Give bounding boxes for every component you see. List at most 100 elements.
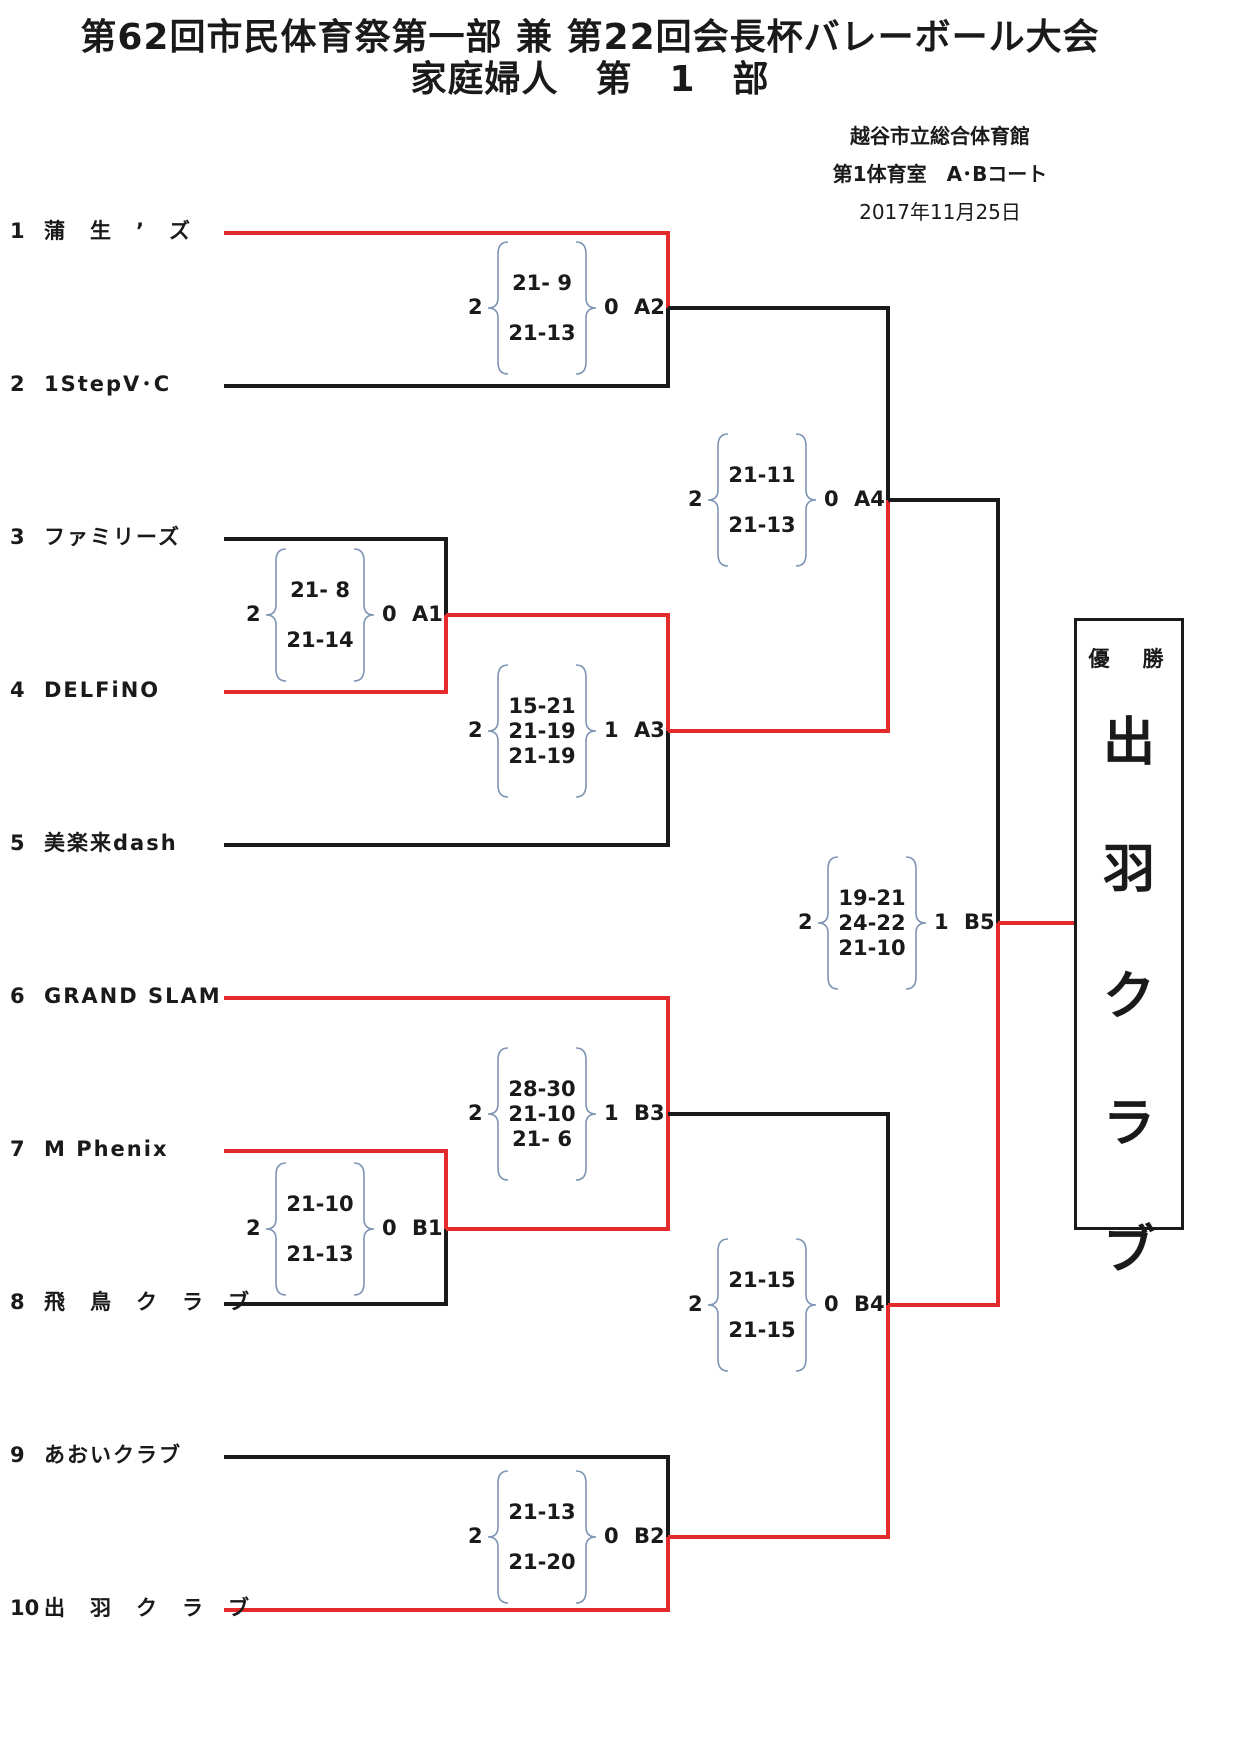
set-score: 21-10	[508, 1101, 576, 1126]
line-team-9	[224, 1455, 670, 1537]
sets-won-left: 2	[246, 1216, 261, 1240]
match-label: A2	[634, 295, 665, 319]
match-label: A3	[634, 718, 665, 742]
match-label: B4	[854, 1292, 885, 1316]
set-score: 21-19	[508, 718, 576, 743]
champion-name-char: ブ	[1102, 1221, 1155, 1281]
line-team-10	[224, 1537, 670, 1612]
sets-won-right: 0	[824, 1292, 839, 1316]
team-entry: 5 美楽来dash	[10, 828, 178, 858]
team-number: 7	[10, 1137, 25, 1161]
line-team-3	[224, 537, 448, 615]
set-score: 21-13	[286, 1242, 354, 1266]
set-score: 21-19	[508, 743, 576, 768]
team-name: DELFiNO	[44, 678, 161, 702]
set-score: 28-30	[508, 1076, 576, 1101]
team-name: 出 羽 ク ラ ブ	[44, 1596, 251, 1620]
team-number: 9	[10, 1443, 25, 1467]
score-brace-close	[795, 433, 817, 567]
sets-won-right: 0	[604, 1524, 619, 1548]
line-a3-winner	[668, 500, 890, 733]
line-team-7	[224, 1149, 448, 1229]
team-number: 1	[10, 219, 25, 243]
venue: 越谷市立総合体育館	[850, 124, 1030, 148]
champion-name-char: 羽	[1102, 840, 1155, 900]
match-label: B5	[964, 910, 995, 934]
set-scores: 21-13 21-20	[496, 1487, 588, 1587]
sets-won-left: 2	[468, 1101, 483, 1125]
champion-name-char: 出	[1102, 713, 1155, 773]
champion-box: 優 勝 出羽クラブ	[1074, 618, 1184, 1281]
sets-won-right: 0	[382, 1216, 397, 1240]
line-a2-winner	[668, 306, 890, 500]
sets-won-left: 2	[246, 602, 261, 626]
set-score: 24-22	[838, 910, 906, 935]
set-score: 21-10	[838, 935, 906, 960]
court: 第1体育室 A･Bコート	[832, 162, 1048, 186]
team-entry: 6 GRAND SLAM	[10, 981, 222, 1011]
score-brace-open	[487, 241, 509, 375]
set-score: 21-13	[728, 513, 796, 537]
team-number: 2	[10, 372, 25, 396]
sets-won-left: 2	[688, 1292, 703, 1316]
sets-won-right: 0	[824, 487, 839, 511]
set-score: 21- 8	[290, 578, 350, 602]
team-number: 6	[10, 984, 25, 1008]
set-score: 21- 9	[512, 271, 572, 295]
set-score: 21-11	[728, 463, 796, 487]
set-score: 21-13	[508, 321, 576, 345]
set-scores: 21- 9 21-13	[496, 258, 588, 358]
set-score: 21-20	[508, 1550, 576, 1574]
score-brace-close	[575, 664, 597, 798]
team-number: 8	[10, 1290, 25, 1314]
line-b2-winner	[668, 1305, 890, 1539]
set-score: 21-13	[508, 1500, 576, 1524]
score-brace-close	[353, 1162, 375, 1296]
line-a1-winner	[446, 613, 670, 731]
champion-name: 出羽クラブ	[1077, 687, 1181, 1308]
team-name: 飛 鳥 ク ラ ブ	[44, 1290, 251, 1314]
team-name: M Phenix	[44, 1137, 169, 1161]
team-number: 5	[10, 831, 25, 855]
sets-won-right: 1	[604, 718, 619, 742]
set-score: 15-21	[508, 693, 576, 718]
team-name: GRAND SLAM	[44, 984, 222, 1008]
page-subtitle: 家庭婦人 第 1 部	[410, 59, 770, 100]
score-brace-close	[795, 1238, 817, 1372]
set-score: 21-15	[728, 1268, 796, 1292]
line-team-1	[224, 231, 670, 308]
line-team-4	[224, 615, 448, 694]
score-brace-open	[817, 856, 839, 990]
sets-won-right: 0	[382, 602, 397, 626]
line-b4-winner	[888, 923, 1000, 1307]
team-entry: 7 M Phenix	[10, 1134, 169, 1164]
match-label: A4	[854, 487, 885, 511]
set-score: 19-21	[838, 885, 906, 910]
score-brace-open	[707, 1238, 729, 1372]
champion-name-char: ラ	[1102, 1094, 1155, 1154]
line-team-2	[224, 308, 670, 388]
match-label: A1	[412, 602, 443, 626]
score-brace-open	[487, 664, 509, 798]
score-brace-open	[707, 433, 729, 567]
score-brace-open	[265, 548, 287, 682]
team-entry: 8 飛 鳥 ク ラ ブ	[10, 1287, 251, 1317]
sets-won-left: 2	[688, 487, 703, 511]
page-title: 第62回市民体育祭第一部 兼 第22回会長杯バレーボール大会	[80, 17, 1100, 58]
score-brace-close	[575, 1047, 597, 1181]
score-brace-close	[575, 241, 597, 375]
line-b3-winner	[668, 1112, 890, 1305]
line-team-5	[224, 731, 670, 847]
score-brace-close	[575, 1470, 597, 1604]
team-name: 美楽来dash	[44, 831, 178, 855]
team-number: 4	[10, 678, 25, 702]
sets-won-left: 2	[468, 295, 483, 319]
